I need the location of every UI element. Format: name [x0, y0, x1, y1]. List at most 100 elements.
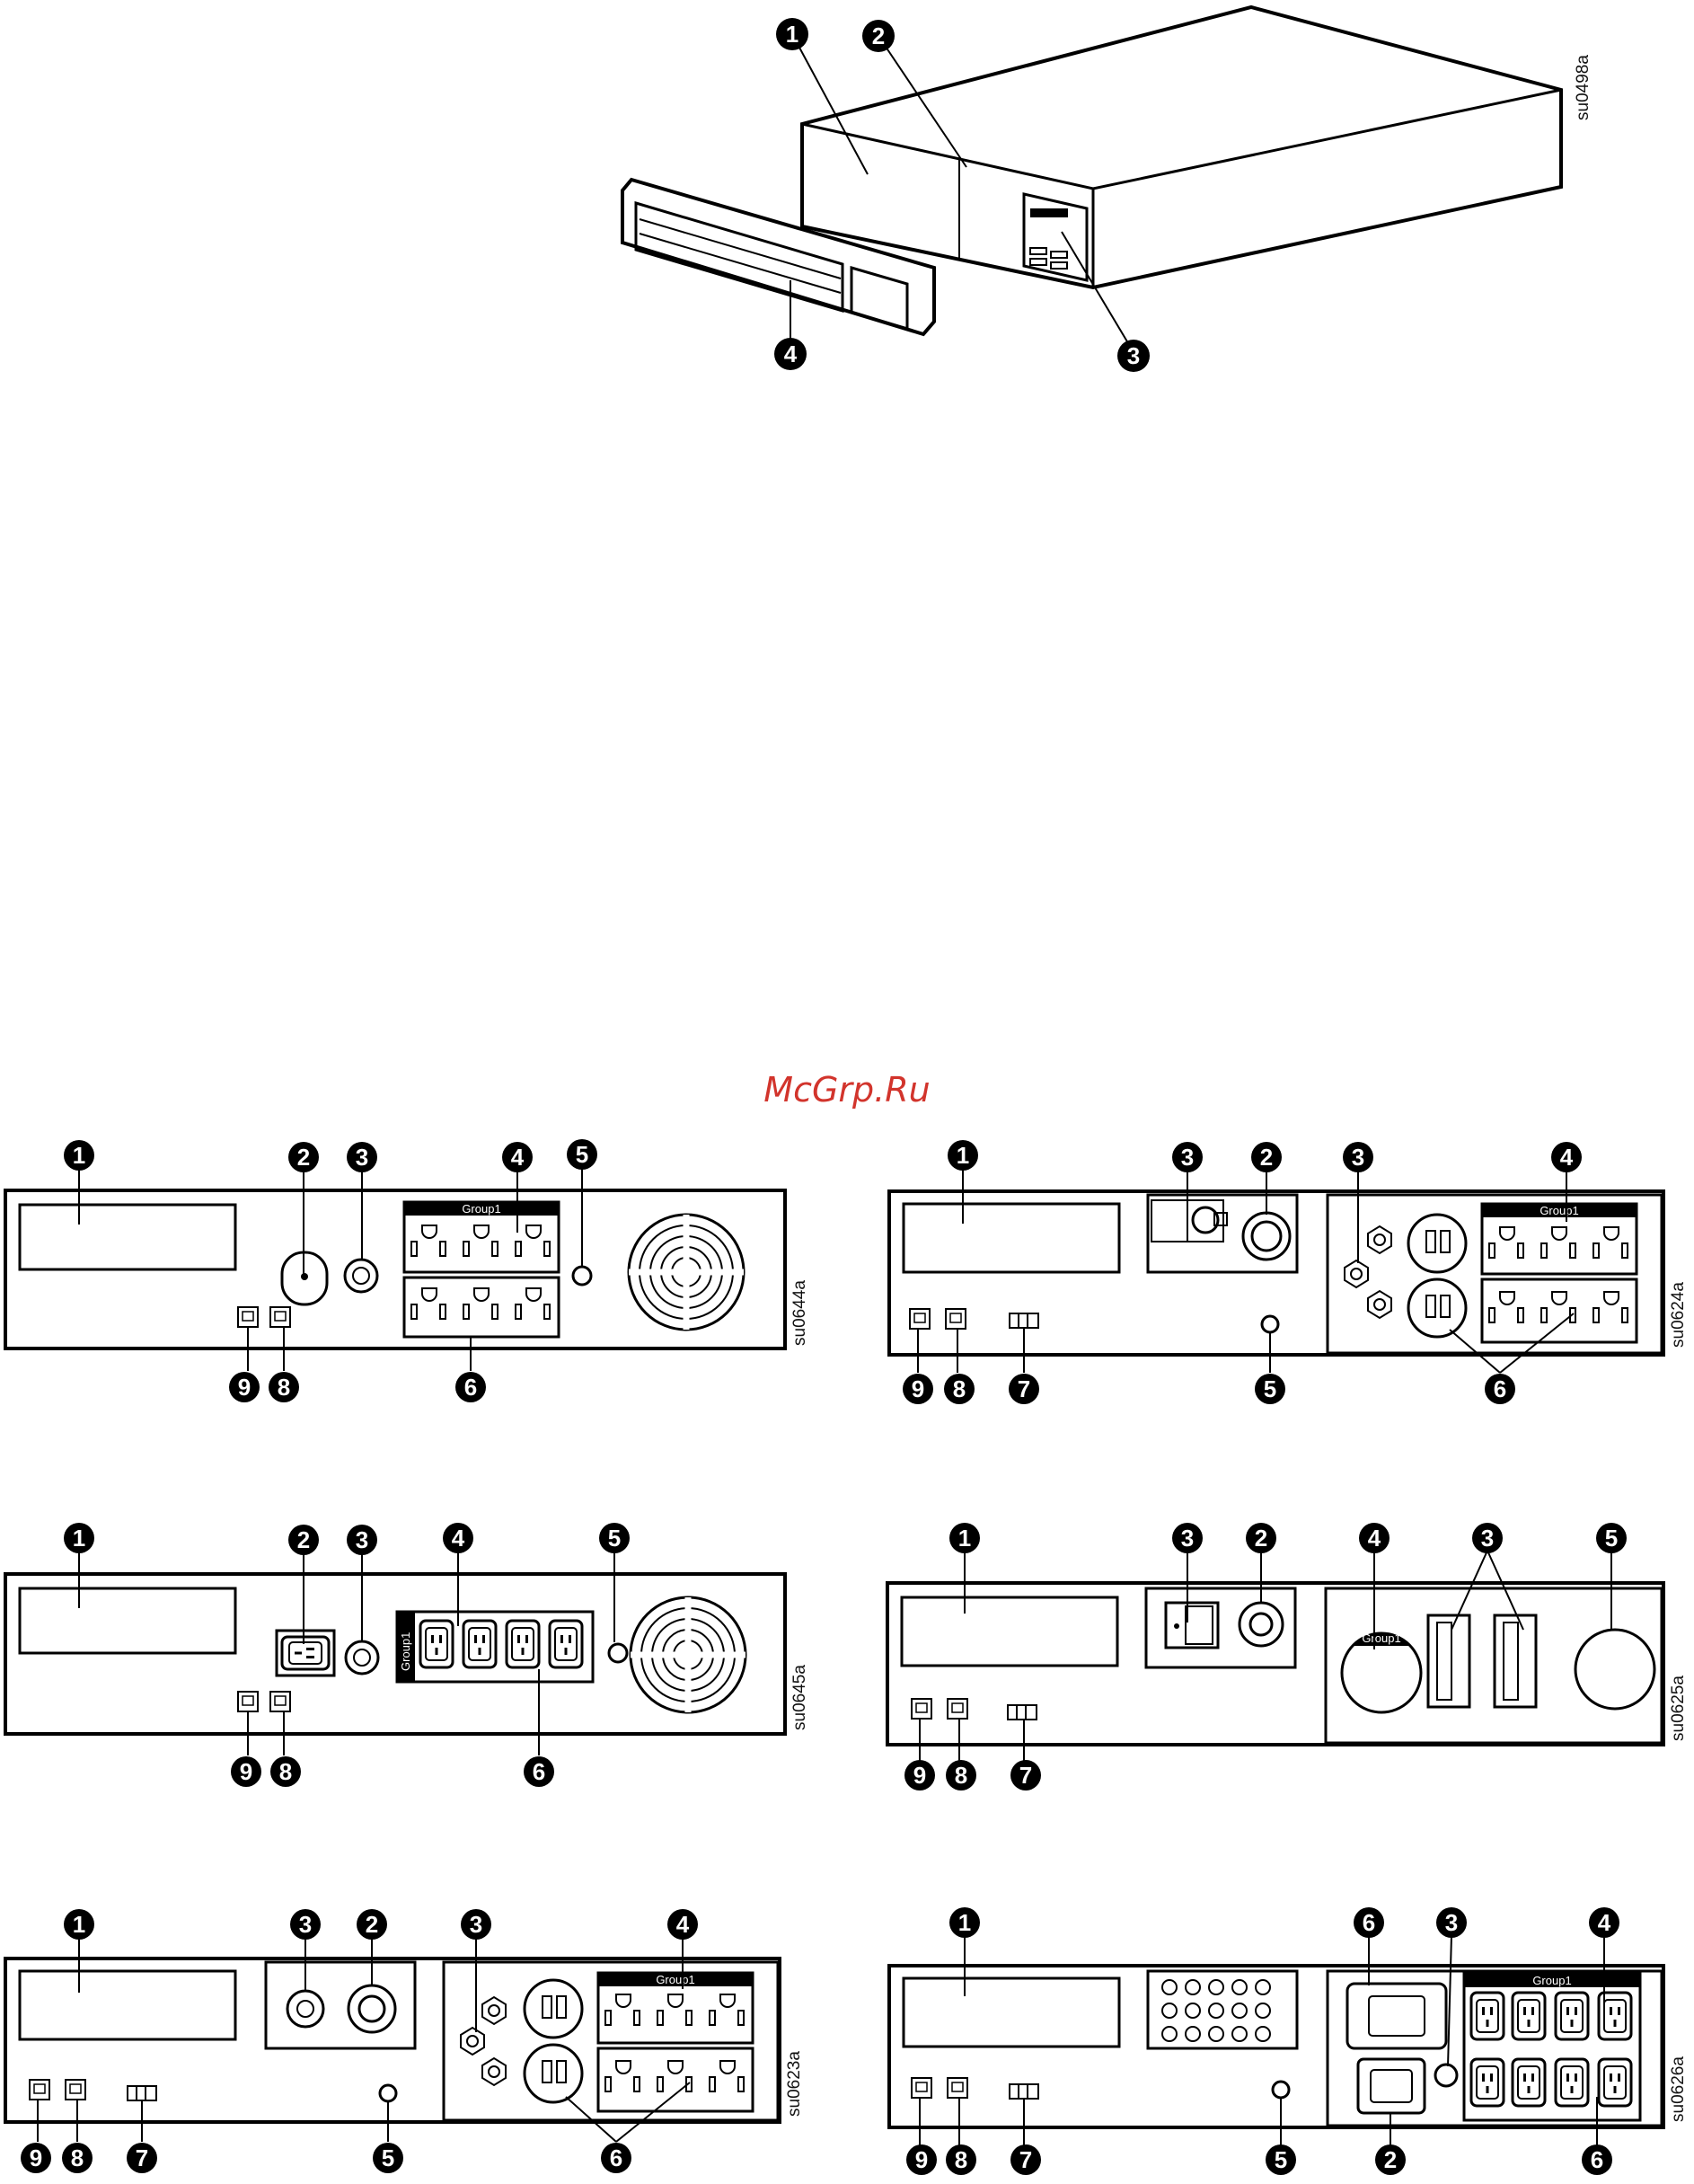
front-callout-1: 1: [776, 18, 808, 50]
p6-callout-9: 9: [906, 2144, 937, 2175]
p2-callout-6: 6: [1485, 1374, 1515, 1404]
svg-text:2: 2: [297, 1526, 310, 1553]
p2-callout-3a: 3: [1172, 1142, 1203, 1172]
front-view-code: su0498a: [1574, 55, 1593, 120]
svg-text:6: 6: [464, 1374, 477, 1401]
p5-callout-5: 5: [373, 2143, 403, 2173]
p3-callout-8: 8: [270, 1756, 301, 1787]
svg-text:2: 2: [297, 1144, 310, 1171]
rear-panel-su0644a: Group1 1 2 3 4 5 6 8 9 su0644a: [5, 1139, 809, 1402]
group1-label: Group1: [1532, 1974, 1571, 1987]
front-callout-2: 2: [862, 20, 895, 52]
svg-text:2: 2: [366, 1911, 378, 1938]
p2-callout-4: 4: [1551, 1142, 1582, 1172]
p5-callout-1: 1: [64, 1909, 94, 1940]
p1-callout-3: 3: [347, 1142, 377, 1172]
svg-text:1: 1: [958, 1909, 971, 1936]
svg-text:5: 5: [1264, 1375, 1276, 1402]
svg-text:6: 6: [610, 2144, 622, 2171]
p5-callout-6: 6: [601, 2143, 631, 2173]
svg-text:9: 9: [913, 1762, 926, 1789]
p1-callout-4: 4: [502, 1142, 533, 1172]
svg-text:2: 2: [1255, 1525, 1267, 1552]
svg-text:3: 3: [1352, 1144, 1364, 1171]
svg-text:6: 6: [1494, 1375, 1506, 1402]
p2-callout-1: 1: [948, 1140, 978, 1171]
rear-panel-su0625a: Group1 1 3 2 4 3 5 7 8 9 su0625a: [887, 1523, 1688, 1791]
svg-text:3: 3: [1445, 1909, 1458, 1936]
p6-callout-6a: 6: [1354, 1907, 1384, 1938]
rear-panel-su0626a: Group1 1 6 3 4 2 5 6 7 8 9 su0626a: [889, 1907, 1688, 2175]
p4-callout-5: 5: [1596, 1523, 1627, 1553]
p5-callout-3b: 3: [461, 1909, 491, 1940]
p2-callout-9: 9: [903, 1374, 933, 1404]
svg-text:1: 1: [73, 1142, 85, 1169]
front-view-illustration: 1 2 3 4 su0498a: [622, 7, 1593, 372]
panel-code-su0626a: su0626a: [1669, 2056, 1688, 2122]
p5-callout-9: 9: [21, 2143, 51, 2173]
svg-text:1: 1: [786, 21, 798, 48]
p6-callout-1: 1: [949, 1907, 980, 1938]
p6-callout-5: 5: [1266, 2144, 1296, 2175]
panel-code-su0624a: su0624a: [1669, 1282, 1688, 1348]
p6-callout-6b: 6: [1582, 2144, 1612, 2175]
group1-label: Group1: [656, 1973, 694, 1986]
svg-text:4: 4: [676, 1911, 690, 1938]
p4-callout-8: 8: [946, 1760, 976, 1791]
p6-callout-3: 3: [1436, 1907, 1467, 1938]
p6-callout-7: 7: [1010, 2144, 1041, 2175]
p2-callout-2: 2: [1251, 1142, 1282, 1172]
svg-text:1: 1: [73, 1525, 85, 1552]
p5-callout-2: 2: [357, 1909, 387, 1940]
svg-text:6: 6: [1591, 2146, 1603, 2173]
p5-callout-3a: 3: [290, 1909, 321, 1940]
svg-text:7: 7: [1019, 2146, 1032, 2173]
svg-text:9: 9: [912, 1375, 924, 1402]
p2-callout-5: 5: [1255, 1374, 1285, 1404]
svg-text:5: 5: [576, 1141, 588, 1168]
p1-callout-1: 1: [64, 1140, 94, 1171]
p4-callout-2: 2: [1246, 1523, 1276, 1553]
svg-text:9: 9: [30, 2144, 42, 2171]
p3-callout-5: 5: [599, 1523, 630, 1553]
group1-label: Group1: [462, 1202, 500, 1216]
p2-callout-7: 7: [1009, 1374, 1039, 1404]
svg-text:2: 2: [1260, 1144, 1273, 1171]
svg-text:8: 8: [71, 2144, 84, 2171]
group1-label: Group1: [1540, 1204, 1578, 1217]
p1-callout-2: 2: [288, 1142, 319, 1172]
svg-text:7: 7: [1018, 1375, 1030, 1402]
svg-text:2: 2: [872, 22, 885, 49]
svg-text:9: 9: [240, 1758, 252, 1785]
svg-text:4: 4: [1368, 1525, 1381, 1552]
p2-callout-3b: 3: [1343, 1142, 1373, 1172]
svg-text:3: 3: [356, 1526, 368, 1553]
watermark: McGrp.Ru: [763, 1070, 930, 1110]
p3-callout-6: 6: [524, 1756, 554, 1787]
svg-text:7: 7: [1019, 1762, 1032, 1789]
p1-callout-8: 8: [269, 1372, 299, 1402]
front-callout-4: 4: [774, 338, 807, 370]
svg-text:1: 1: [958, 1525, 971, 1552]
rear-panel-su0624a: Group1 1 3 2 3 4 5 6 7 8 9 su0624a: [889, 1140, 1688, 1404]
p6-callout-4: 4: [1589, 1907, 1619, 1938]
front-callout-3: 3: [1117, 340, 1150, 372]
p1-callout-9: 9: [229, 1372, 260, 1402]
svg-text:9: 9: [915, 2146, 928, 2173]
svg-text:5: 5: [382, 2144, 394, 2171]
svg-text:2: 2: [1384, 2146, 1397, 2173]
panel-code-su0623a: su0623a: [785, 2051, 804, 2117]
svg-text:6: 6: [1363, 1909, 1375, 1936]
svg-text:8: 8: [955, 1762, 967, 1789]
p4-callout-3a: 3: [1172, 1523, 1203, 1553]
panel-code-su0625a: su0625a: [1669, 1676, 1688, 1741]
p3-callout-9: 9: [231, 1756, 261, 1787]
svg-text:4: 4: [1560, 1144, 1574, 1171]
p4-callout-4: 4: [1359, 1523, 1390, 1553]
svg-text:8: 8: [278, 1374, 290, 1401]
svg-text:4: 4: [784, 340, 798, 367]
rear-panel-su0623a: Group1 1 3 2 3 4 5 6 7 8 9 su0623a: [5, 1909, 804, 2173]
svg-text:5: 5: [1275, 2146, 1287, 2173]
rear-panel-su0645a: Group1 1 2 3 4 5 6 8 9 su0645a: [5, 1523, 809, 1787]
